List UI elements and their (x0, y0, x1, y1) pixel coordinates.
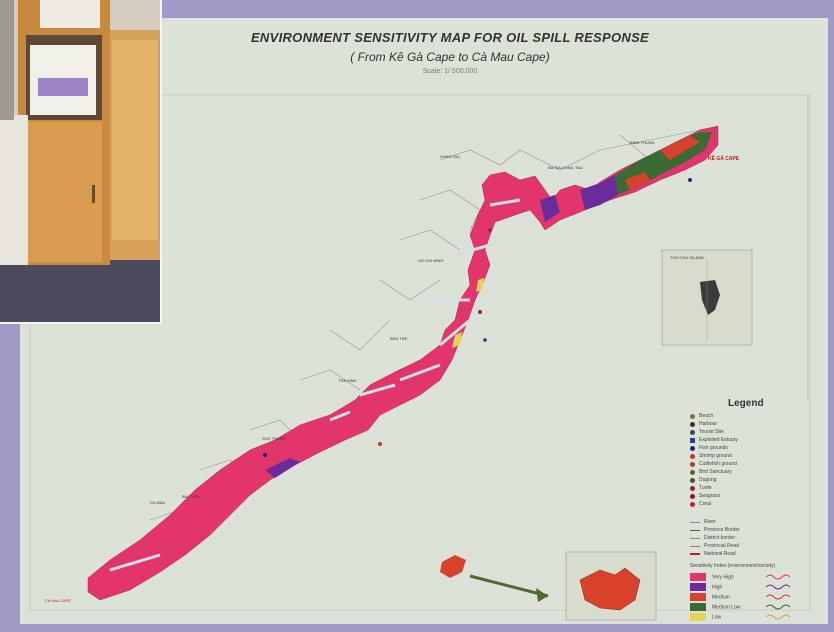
legend-item-seagrass: Seagrass (690, 493, 720, 499)
pointer-arrow-head (536, 588, 548, 602)
province-border-icon (690, 529, 700, 531)
legend-line-provincial-road: Provincial Road (690, 543, 739, 549)
very-high-swatch (690, 573, 706, 581)
low-swatch (690, 613, 706, 621)
place-label-9: BINH THUAN (630, 140, 655, 145)
high-swatch (690, 583, 706, 591)
pointer-arrow (469, 574, 549, 598)
place-label-5: TRA VINH (338, 378, 357, 383)
inland-roads (149, 129, 701, 531)
sensitivity-medium-low: Medium Low (690, 603, 740, 611)
map-symbols (263, 178, 692, 457)
small-island (440, 555, 466, 578)
dugong-icon (690, 477, 695, 483)
legend-item-tourist: Tourist Site (690, 429, 724, 435)
national-road-icon (690, 553, 700, 555)
turtle-icon (690, 485, 695, 491)
tho-chu-label: THO CHU ISLAND (670, 255, 704, 260)
medium-swatch (690, 593, 706, 601)
sensitivity-title: Sensitivity Index (environment/society) (690, 563, 776, 569)
legend-item-turtle: Turtle (690, 485, 712, 491)
legend-title: Legend (728, 398, 764, 409)
coral-icon (690, 501, 695, 507)
legend-line-river: River (690, 519, 716, 525)
high-zone-2 (265, 458, 300, 478)
office-photo-inset (0, 0, 162, 324)
legend-item-beach: Beach (690, 413, 713, 419)
river-line-icon (690, 521, 700, 523)
tho-chu-island (700, 280, 720, 315)
map-border (29, 94, 811, 611)
legend-item-dugong: Dugong (690, 477, 717, 483)
medium-zone-2 (625, 172, 650, 190)
place-label-3: HO CHI MINH (418, 258, 444, 263)
sensitivity-very-high: Very High (690, 573, 734, 581)
high-zone-3 (540, 195, 560, 222)
map-subtitle: ( From Kê Gà Cape to Cà Mau Cape) (350, 50, 550, 64)
river-channels (109, 198, 521, 572)
medium-low-swatch (690, 603, 706, 611)
cuttlefish-icon (690, 461, 695, 467)
place-label-8: CA MAU (150, 500, 166, 505)
legend-item-harbour: Harbour (690, 421, 717, 427)
harbour-icon (690, 421, 695, 427)
place-label-6: SOC TRANG (262, 436, 286, 441)
tourist-icon (690, 429, 695, 435)
bird-icon (690, 469, 695, 475)
office-cabinet-image (0, 0, 160, 322)
sensitivity-medium: Medium (690, 593, 730, 601)
inset-island-shape (579, 567, 641, 611)
low-zone-2 (476, 278, 484, 292)
shrimp-icon (690, 453, 695, 459)
legend-item-cuttlefish: Cuttlefish ground (690, 461, 737, 467)
very-high-zone (87, 125, 719, 601)
provincial-road-icon (690, 545, 700, 547)
seagrass-icon (690, 493, 695, 499)
legend-line-national-road: National Road (690, 551, 736, 557)
legend-line-province: Province Border (690, 527, 740, 533)
high-zone (580, 175, 618, 210)
map-scale: Scale: 1/ 500.000 (422, 68, 478, 75)
legend-item-fish: Fish grounds (690, 445, 728, 451)
sensitivity-high: High (690, 583, 722, 591)
legend-item-estuary: Exploited Estuary (690, 437, 738, 443)
beach-icon (690, 413, 695, 419)
map-legend: Legend Beach Harbour Tourist Site Exploi… (690, 395, 810, 621)
ca-mau-cape-label: Cà Mau CAPE (45, 598, 72, 603)
estuary-icon (690, 437, 695, 443)
place-label-2: BA RIA-VUNG TAU (548, 165, 583, 170)
legend-item-coral: Coral (690, 501, 711, 507)
place-label-1: VUNG TAU (440, 154, 461, 159)
low-zone (452, 332, 462, 348)
district-border-icon (690, 537, 700, 539)
wave-symbols (766, 574, 791, 620)
legend-line-district: District border (690, 535, 735, 541)
ke-ga-cape-label: KÊ GÀ CAPE (708, 156, 740, 162)
legend-item-shrimp: Shrimp ground (690, 453, 732, 459)
fish-icon (690, 445, 695, 451)
place-label-4: BEN TRE (390, 336, 408, 341)
legend-item-bird: Bird Sanctuary (690, 469, 732, 475)
sensitivity-low: Low (690, 613, 721, 621)
medium-zone (660, 136, 700, 160)
map-title: ENVIRONMENT SENSITIVITY MAP FOR OIL SPIL… (250, 30, 650, 45)
place-label-7: BAC LIEU (182, 494, 201, 499)
